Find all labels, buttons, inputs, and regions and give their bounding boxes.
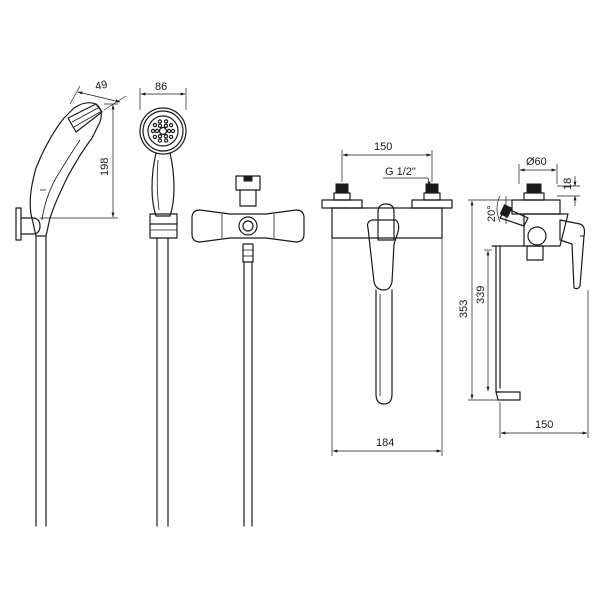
nozzle-dot	[163, 138, 169, 143]
dim-label-49: 49	[94, 79, 108, 93]
diverter-knob-mark	[243, 175, 253, 182]
handshower-handle	[151, 152, 175, 217]
dim-label-18: 18	[562, 178, 574, 190]
dim-ext-49-a	[69, 85, 81, 105]
lever-base	[377, 203, 395, 241]
mixer-body	[191, 209, 305, 243]
mixer-outlet-inner	[242, 220, 254, 232]
nozzle-dot	[152, 122, 158, 128]
nozzle-dot	[166, 128, 172, 134]
inlet-right-nut	[425, 183, 439, 194]
mixer-hose	[243, 261, 253, 527]
handshower-body	[29, 102, 102, 237]
handshower-head-face	[67, 103, 103, 133]
front-bracket-cup	[149, 223, 178, 239]
dim-label-150-top: 150	[374, 141, 392, 153]
nozzle-dot	[168, 134, 174, 140]
dim-label-184: 184	[376, 437, 394, 449]
handshower-front-view: 86	[139, 81, 187, 527]
side-spout-pipe	[491, 245, 501, 393]
inlet-left-fitting	[333, 192, 351, 201]
handshower-hose	[35, 235, 47, 527]
spout-mixer-body	[331, 207, 443, 239]
nozzle-dot	[163, 119, 169, 124]
head-nozzles	[150, 119, 176, 143]
dim-arc-20	[496, 195, 501, 223]
front-hose	[156, 237, 169, 527]
mixer-front-view	[191, 175, 305, 527]
nozzle-dot	[168, 122, 174, 128]
side-inlet-fitting	[523, 192, 545, 201]
dim-label-60: Ø60	[526, 156, 547, 168]
head-center-nozzle	[158, 126, 168, 136]
dim-label-353: 353	[458, 300, 470, 318]
nozzle-dot	[152, 134, 158, 140]
mixer-outlet-outer	[238, 216, 258, 236]
wall-bracket-arm	[20, 217, 41, 235]
side-spout-tip	[495, 391, 521, 401]
handshower-side-view: 49 198	[15, 79, 127, 527]
nozzle-dot	[170, 128, 176, 134]
side-diverter-knob	[527, 226, 547, 246]
front-bracket	[149, 213, 178, 225]
nozzle-dot	[157, 138, 163, 143]
mixer-side-view: Ø60 18 20° 353	[458, 156, 589, 438]
escutcheon-right	[411, 199, 453, 209]
dim-line-49	[77, 91, 121, 103]
lever-handle	[366, 219, 400, 291]
side-lever	[559, 219, 586, 290]
head-nozzle-ring	[147, 115, 179, 147]
wall-bracket-plate	[15, 207, 22, 241]
hose-connector	[242, 243, 254, 263]
dim-label-20: 20°	[486, 205, 498, 222]
side-escutcheon	[511, 199, 561, 215]
handle-highlight	[156, 159, 160, 211]
inlet-left-nut	[335, 183, 349, 194]
thread-label: G 1/2"	[385, 166, 416, 178]
handshower-head-rings	[71, 107, 101, 128]
nozzle-dot	[157, 133, 163, 139]
nozzle-dot	[157, 123, 163, 129]
dim-label-339: 339	[475, 286, 487, 304]
nozzle-dot	[150, 128, 156, 134]
dim-label-86: 86	[155, 81, 167, 93]
inlet-right-fitting	[423, 192, 441, 201]
side-diverter-stem	[526, 245, 544, 261]
nozzle-dot	[154, 128, 160, 134]
side-body	[523, 213, 569, 247]
side-inlet-nut	[526, 183, 542, 194]
spout-mixer-front-view: 150 G 1/2" 184	[321, 141, 453, 456]
nozzle-dot	[157, 119, 163, 124]
handshower-body-highlight	[41, 139, 81, 221]
nozzle-dot	[163, 133, 169, 139]
dim-label-198: 198	[99, 158, 111, 176]
nozzle-dot	[163, 123, 169, 129]
head-inner-ring	[142, 110, 184, 152]
escutcheon-left	[321, 199, 363, 209]
dim-label-150-bottom: 150	[535, 419, 553, 431]
diverter-stem	[239, 189, 257, 207]
head-outer-ring	[139, 107, 187, 155]
dim-ext-49-b	[103, 95, 127, 111]
spout-pipe	[375, 289, 393, 405]
